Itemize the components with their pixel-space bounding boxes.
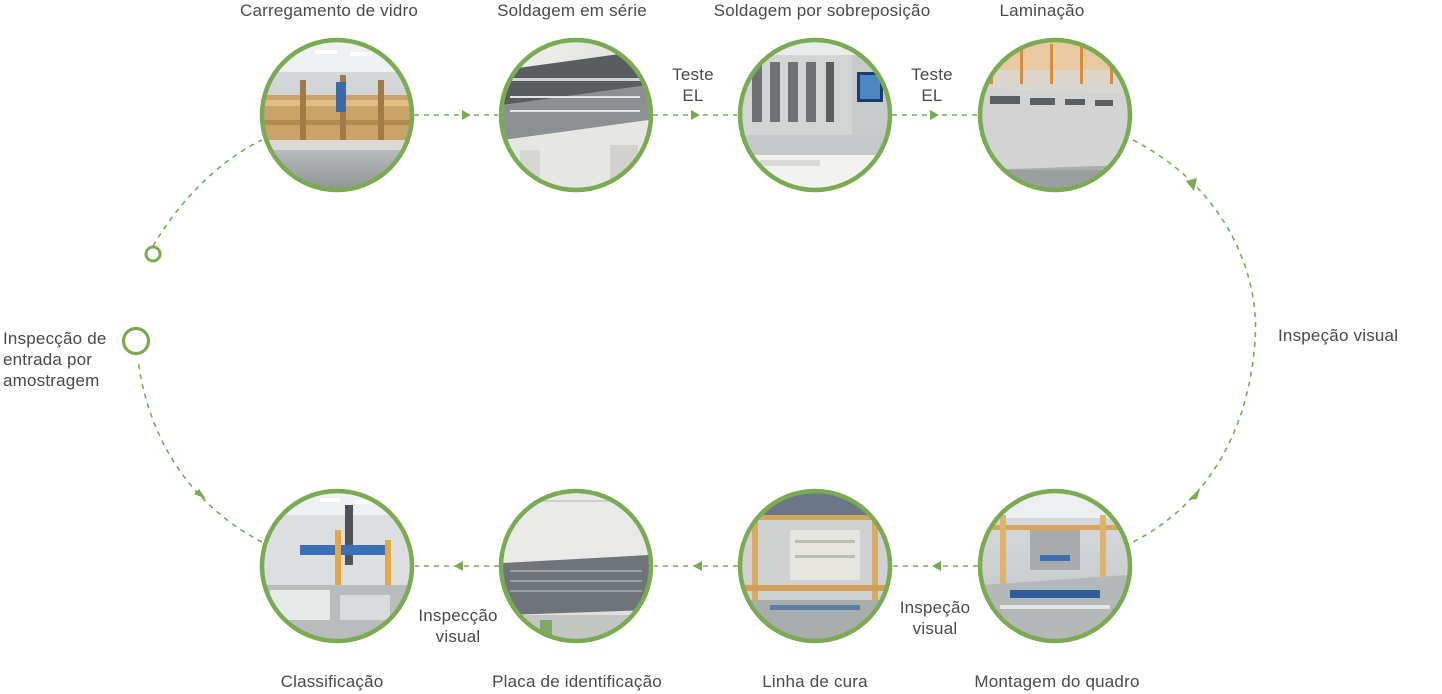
- step-label-classification: Classificação: [280, 672, 384, 691]
- photo-frame: [737, 37, 893, 193]
- arrow-down-icon: [1186, 178, 1197, 191]
- photo-frame: [977, 488, 1133, 644]
- connector-left-arc-upper: [152, 139, 263, 247]
- photo-frames: [259, 37, 1133, 644]
- start-ring-icon: [121, 326, 151, 356]
- photo-frame: [737, 488, 893, 644]
- photo-frame: [259, 37, 415, 193]
- arrow-left-icon: [932, 561, 941, 571]
- photo-series-welding: [503, 42, 649, 188]
- step-label-curing-line: Linha de cura: [762, 672, 868, 691]
- connector-label-el-test: Teste EL: [672, 65, 714, 105]
- photo-nameplate: [503, 493, 649, 639]
- photo-frame-assembly: [982, 493, 1128, 639]
- photo-classification: [264, 493, 410, 639]
- arrow-up-icon: [194, 489, 206, 499]
- arrow-right-icon: [691, 110, 700, 120]
- arrow-down-icon: [1188, 488, 1200, 500]
- photo-frame: [977, 37, 1133, 193]
- connector-label-visual-inspection: Inspeção visual: [1278, 326, 1399, 345]
- arrow-left-icon: [454, 561, 463, 571]
- connector-label-visual-inspection: Inspecção visual: [418, 606, 498, 646]
- connector-label-visual-inspection: Inspeção visual: [899, 598, 971, 638]
- connector-right-arc: [1132, 139, 1257, 543]
- step-label-series-welding: Soldagem em série: [497, 1, 647, 20]
- arrow-left-icon: [693, 561, 702, 571]
- step-label-nameplate: Placa de identificação: [492, 672, 662, 691]
- connector-left-arc-lower: [137, 359, 263, 543]
- photo-frame: [498, 37, 654, 193]
- step-label-overlap-welding: Soldagem por sobreposição: [713, 1, 931, 20]
- photo-overlap-welding: [742, 42, 888, 188]
- step-label-lamination: Laminação: [999, 1, 1085, 20]
- connector-label-el-test: Teste EL: [911, 65, 953, 105]
- photo-frame: [259, 488, 415, 644]
- photo-frame: [498, 488, 654, 644]
- arrow-right-icon: [462, 110, 471, 120]
- photo-lamination: [982, 42, 1128, 188]
- arrow-right-icon: [930, 110, 939, 120]
- end-ring-icon: [144, 245, 162, 263]
- step-label-glass-loading: Carregamento de vidro: [239, 1, 419, 20]
- connector-arrowheads: [194, 110, 1200, 571]
- photo-curing-line: [742, 493, 888, 639]
- start-label-sampling-inspection: Inspecção de entrada por amostragem: [3, 329, 107, 390]
- step-label-frame-assembly: Montagem do quadro: [974, 672, 1140, 691]
